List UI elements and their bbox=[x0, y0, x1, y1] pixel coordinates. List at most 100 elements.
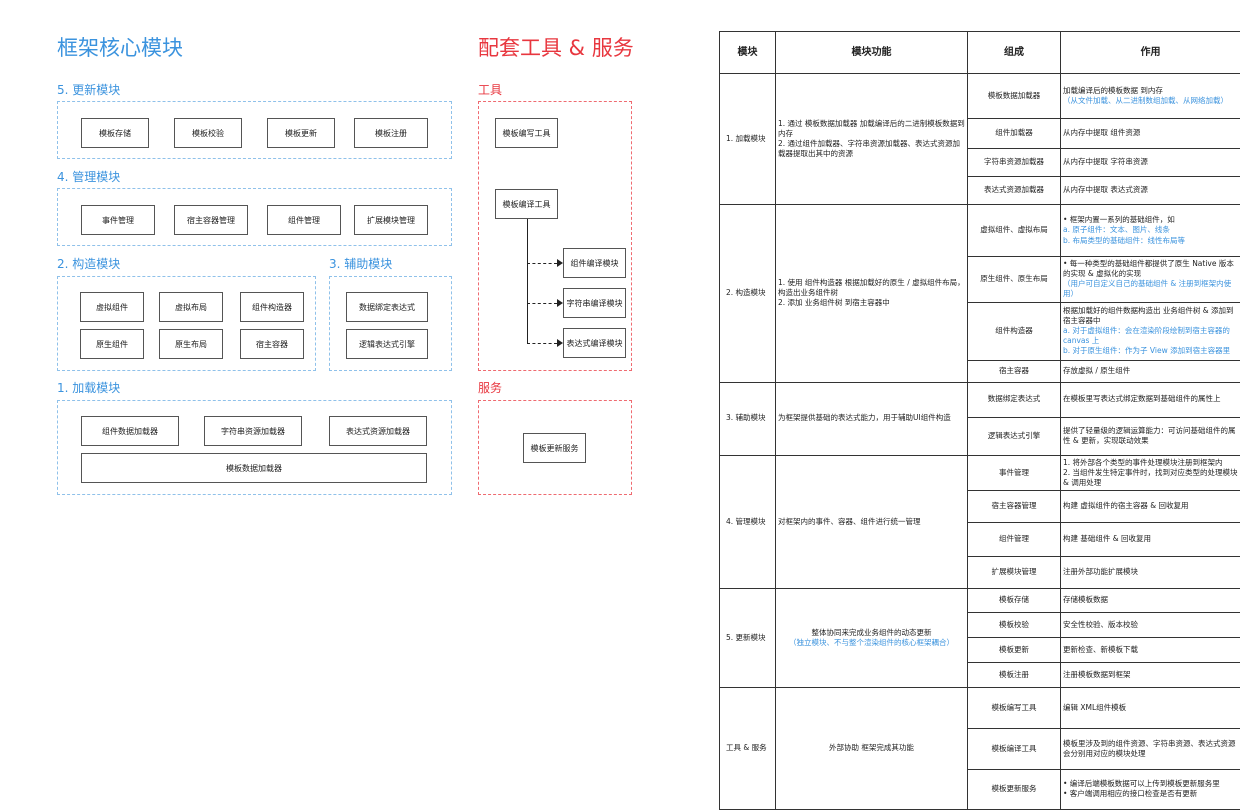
connector-1 bbox=[527, 263, 557, 264]
role-text: 存储模板数据 bbox=[1063, 595, 1108, 605]
table-row: 工具 & 服务外部协助 框架完成其功能模板编写工具编辑 XML组件模板 bbox=[719, 686, 1240, 810]
part-role: 1. 将外部各个类型的事件处理模块注册到框架内 2. 当组件发生特定事件时，找到… bbox=[1060, 454, 1240, 491]
event-manage-box: 事件管理 bbox=[81, 205, 155, 235]
template-verify-box: 模板校验 bbox=[174, 118, 242, 148]
compiler-connector bbox=[527, 219, 528, 343]
header-role: 作用 bbox=[1060, 31, 1240, 74]
role-note: a. 对于虚拟组件：会在渲染阶段绘制到宿主容器的 canvas 上 b. 对于原… bbox=[1063, 325, 1231, 356]
template-data-loader-box: 模板数据加载器 bbox=[81, 453, 427, 483]
header-function: 模块功能 bbox=[775, 31, 968, 74]
part-role: • 每一种类型的基础组件都提供了原生 Native 版本的实现 & 虚拟化的实现… bbox=[1060, 256, 1240, 303]
part-name: 数据绑定表达式 bbox=[967, 381, 1061, 418]
role-text: 从内存中提取 组件资源 bbox=[1063, 128, 1141, 138]
row-function: 1. 通过 模板数据加载器 加载编译后的二进制模板数据到内存 2. 通过组件加载… bbox=[775, 73, 968, 205]
part-name: 模板存储 bbox=[967, 587, 1061, 613]
host-container-box: 宿主容器 bbox=[240, 329, 304, 359]
role-text: 安全性校验、版本校验 bbox=[1063, 619, 1138, 629]
role-text: 更新检查、新模板下载 bbox=[1063, 644, 1138, 654]
table-row: 字符串资源加载器从内存中提取 字符串资源 bbox=[720, 148, 1240, 177]
manage-module-label: 4. 管理模块 bbox=[57, 170, 121, 184]
part-name: 虚拟组件、虚拟布局 bbox=[967, 204, 1061, 257]
role-text: 模板里涉及到的组件资源、字符串资源、表达式资源会分别用对应的模块处理 bbox=[1063, 738, 1236, 758]
row-function: 为框架提供基础的表达式能力，用于辅助UI组件构造 bbox=[775, 381, 968, 456]
part-name: 模板注册 bbox=[967, 661, 1061, 688]
aux-module-group bbox=[329, 276, 452, 371]
part-role: 从内存中提取 表达式资源 bbox=[1060, 176, 1240, 205]
role-text: 加载编译后的模板数据 到内存 bbox=[1063, 85, 1163, 95]
service-label: 服务 bbox=[478, 381, 503, 395]
role-text: 注册外部功能扩展模块 bbox=[1063, 567, 1138, 577]
role-note: （用户可自定义自己的基础组件 & 注册到框架内使用） bbox=[1063, 279, 1232, 299]
role-text: 根据加载好的组件数据构造出 业务组件树 & 添加到宿主容器中 bbox=[1063, 305, 1234, 325]
part-name: 模板编写工具 bbox=[967, 686, 1061, 729]
part-role: 构建 虚拟组件的宿主容器 & 回收复用 bbox=[1060, 489, 1240, 523]
template-editor-tool-box: 模板编写工具 bbox=[495, 118, 558, 148]
function-text: 1. 通过 模板数据加载器 加载编译后的二进制模板数据到内存 2. 通过组件加载… bbox=[778, 118, 965, 159]
tools-label: 工具 bbox=[478, 83, 503, 97]
role-text: 1. 将外部各个类型的事件处理模块注册到框架内 2. 当组件发生特定事件时，找到… bbox=[1063, 457, 1238, 487]
part-name: 宿主容器管理 bbox=[967, 489, 1061, 523]
table-row: 模板编译工具模板里涉及到的组件资源、字符串资源、表达式资源会分别用对应的模块处理 bbox=[720, 727, 1240, 770]
row-module: 4. 管理模块 bbox=[719, 454, 776, 589]
role-text: 从内存中提取 表达式资源 bbox=[1063, 185, 1148, 195]
part-name: 表达式资源加载器 bbox=[967, 176, 1061, 205]
function-text: 对框架内的事件、容器、组件进行统一管理 bbox=[778, 516, 921, 526]
arrow-tip-1 bbox=[557, 259, 563, 267]
function-text: 为框架提供基础的表达式能力，用于辅助UI组件构造 bbox=[778, 413, 951, 423]
part-role: 提供了轻量级的逻辑运算能力：可访问基础组件的属性 & 更新，实现联动效果 bbox=[1060, 416, 1240, 456]
part-name: 扩展模块管理 bbox=[967, 555, 1061, 589]
part-name: 原生组件、原生布局 bbox=[967, 256, 1061, 303]
part-role: 模板里涉及到的组件资源、字符串资源、表达式资源会分别用对应的模块处理 bbox=[1060, 727, 1240, 770]
load-module-group bbox=[57, 400, 452, 495]
part-role: 构建 基础组件 & 回收复用 bbox=[1060, 521, 1240, 557]
template-update-service-box: 模板更新服务 bbox=[523, 433, 586, 463]
part-role: 加载编译后的模板数据 到内存（从文件加载、从二进制数组加载、从网络加载） bbox=[1060, 73, 1240, 119]
function-text: 外部协助 框架完成其功能 bbox=[829, 743, 914, 753]
part-name: 组件管理 bbox=[967, 521, 1061, 557]
part-name: 组件构造器 bbox=[967, 301, 1061, 361]
logic-engine-box: 逻辑表达式引擎 bbox=[346, 329, 428, 359]
update-module-group bbox=[57, 101, 452, 159]
part-name: 宿主容器 bbox=[967, 359, 1061, 383]
component-manage-box: 组件管理 bbox=[267, 205, 341, 235]
table-row: 3. 辅助模块为框架提供基础的表达式能力，用于辅助UI组件构造数据绑定表达式在模… bbox=[719, 381, 1240, 456]
virtual-layout-box: 虚拟布局 bbox=[159, 292, 223, 322]
role-text: 提供了轻量级的逻辑运算能力：可访问基础组件的属性 & 更新，实现联动效果 bbox=[1063, 425, 1236, 445]
function-note: （独立模块、不与整个渲染组件的核心框架耦合） bbox=[789, 637, 954, 647]
part-name: 模板更新服务 bbox=[967, 768, 1061, 810]
part-role: 存放虚拟 / 原生组件 bbox=[1060, 359, 1240, 383]
header-parts: 组成 bbox=[967, 31, 1061, 74]
part-role: 注册外部功能扩展模块 bbox=[1060, 555, 1240, 589]
core-title: 框架核心模块 bbox=[57, 36, 183, 60]
string-loader-box: 字符串资源加载器 bbox=[204, 416, 302, 446]
role-text: 存放虚拟 / 原生组件 bbox=[1063, 365, 1131, 375]
template-register-box: 模板注册 bbox=[354, 118, 428, 148]
table-row: 逻辑表达式引擎提供了轻量级的逻辑运算能力：可访问基础组件的属性 & 更新，实现联… bbox=[720, 416, 1240, 456]
role-text: • 每一种类型的基础组件都提供了原生 Native 版本的实现 & 虚拟化的实现 bbox=[1063, 259, 1234, 279]
expression-loader-box: 表达式资源加载器 bbox=[329, 416, 427, 446]
tools-title: 配套工具 & 服务 bbox=[478, 36, 634, 60]
connector-3 bbox=[527, 343, 557, 344]
part-name: 模板校验 bbox=[967, 611, 1061, 638]
part-name: 字符串资源加载器 bbox=[967, 148, 1061, 177]
template-storage-box: 模板存储 bbox=[81, 118, 149, 148]
part-name: 组件加载器 bbox=[967, 118, 1061, 149]
role-text: • 框架内置一系列的基础组件，如 bbox=[1063, 215, 1175, 225]
part-name: 模板编译工具 bbox=[967, 727, 1061, 770]
table-row: 扩展模块管理注册外部功能扩展模块 bbox=[720, 555, 1240, 589]
component-compile-box: 组件编译模块 bbox=[563, 248, 626, 278]
row-function: 对框架内的事件、容器、组件进行统一管理 bbox=[775, 454, 968, 589]
service-group bbox=[478, 400, 632, 495]
arrow-tip-2 bbox=[557, 299, 563, 307]
row-module: 2. 构造模块 bbox=[719, 204, 776, 383]
update-module-label: 5. 更新模块 bbox=[57, 83, 121, 97]
row-module: 5. 更新模块 bbox=[719, 587, 776, 688]
table-row: 宿主容器存放虚拟 / 原生组件 bbox=[720, 359, 1240, 383]
expression-compile-box: 表达式编译模块 bbox=[563, 328, 626, 358]
table-row: 模板校验安全性校验、版本校验 bbox=[720, 611, 1240, 638]
row-function: 1. 使用 组件构造器 根据加载好的原生 / 虚拟组件布局，构造出业务组件树 2… bbox=[775, 204, 968, 383]
